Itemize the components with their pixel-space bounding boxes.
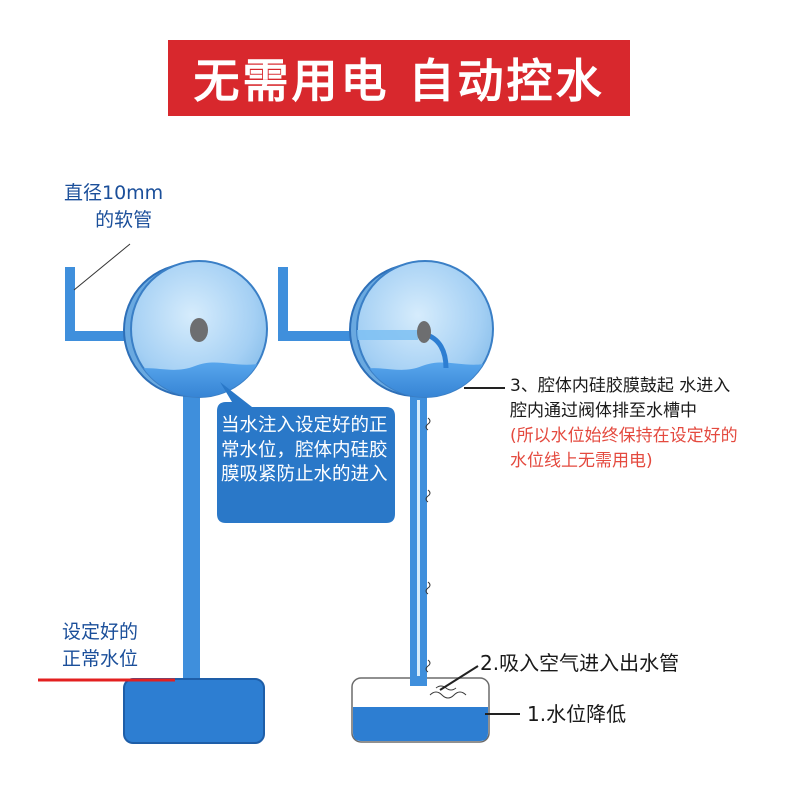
step1-label: 1.水位降低 [527,702,627,726]
hose-label: 直径10mm 的软管 [64,180,163,234]
right-valve-assembly [278,260,494,743]
note-label-line2: 水位线上无需用电) [510,451,653,471]
left-vertical-tube [183,395,200,685]
left-hose [65,267,140,341]
left-disc-hub [190,318,208,342]
right-disc-hub [417,321,431,343]
hose-label-line2: 的软管 [95,209,153,231]
hose-label-line1: 直径10mm [64,182,164,204]
right-inflow-stream [357,330,418,340]
left-disc-water [131,360,267,397]
title-text: 无需用电 自动控水 [193,54,605,108]
step2-pointer-line [439,665,479,691]
normal-level-label-line2: 正常水位 [62,648,139,670]
callout-bubble [217,382,395,523]
step3-label-line2: 腔内通过阀体排至水槽中 [510,401,697,421]
normal-level-label-line1: 设定好的 [62,621,139,643]
right-tank-water [353,707,488,741]
left-valve-assembly [65,260,268,744]
left-base-tank [123,678,265,744]
note-label: (所以水位始终保持在设定好的 水位线上无需用电) [510,424,738,474]
right-tube-channel [417,400,420,680]
right-tube-into-tank [410,676,427,686]
note-label-line1: (所以水位始终保持在设定好的 [510,426,738,446]
step3-label: 3、腔体内硅胶膜鼓起 水进入 腔内通过阀体排至水槽中 [510,374,730,424]
hose-pointer-line [73,243,131,291]
step2-label: 2.吸入空气进入出水管 [480,651,680,675]
air-bubbles-icon [425,417,467,699]
callout-text: 当水注入设定好的正常水位，腔体内硅胶膜吸紧防止水的进入 [221,415,388,485]
right-disc-water [357,360,493,397]
right-hose [278,267,355,341]
normal-level-label: 设定好的 正常水位 [62,619,138,673]
step3-label-line1: 3、腔体内硅胶膜鼓起 水进入 [510,376,731,396]
title-banner: 无需用电 自动控水 [168,40,630,116]
